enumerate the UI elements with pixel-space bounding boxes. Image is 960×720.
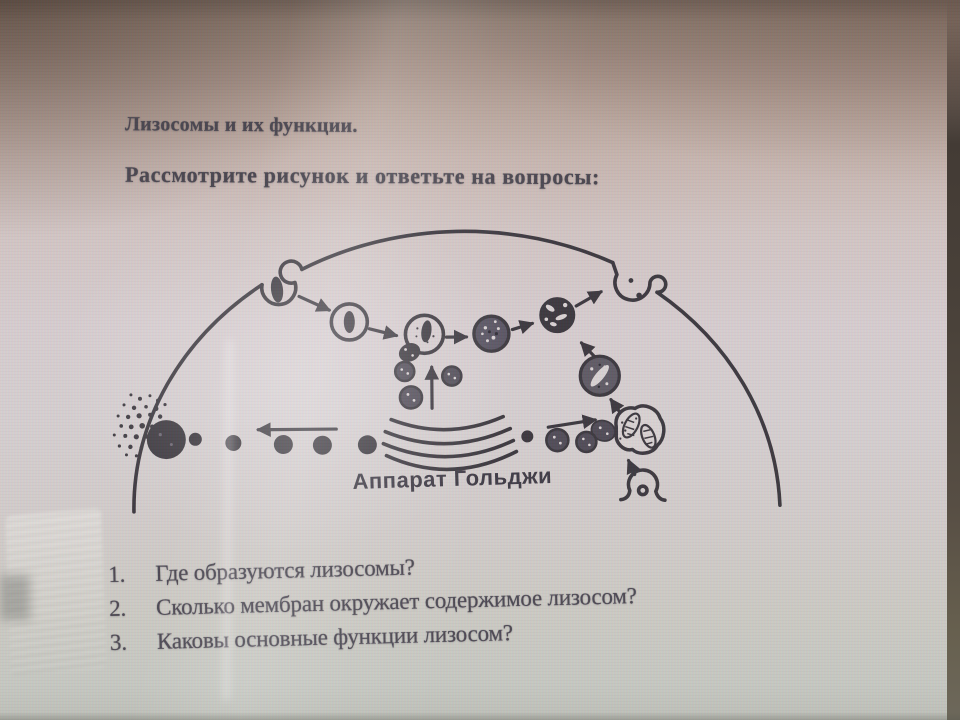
digestive-vacuole: [472, 314, 511, 353]
primary-lysosomes: [393, 360, 463, 410]
endocytosis-invagination: [259, 259, 304, 307]
secretion-vesicle-row: [188, 422, 377, 455]
mitochondrion: [621, 412, 641, 439]
residual-body: [539, 297, 576, 334]
secreted-particles-spray: [112, 393, 167, 458]
autophagosome: [590, 404, 666, 455]
phagosome-vesicle: [329, 302, 370, 342]
golgi-label: Аппарат Гольджи: [352, 463, 552, 494]
question-number: 1.: [108, 561, 126, 587]
mitochondrion: [640, 423, 657, 449]
questions-list: 1. Где образуются лизосомы? 2. Сколько м…: [108, 549, 638, 664]
cell-membrane: [132, 229, 782, 514]
secretory-granule: [146, 420, 186, 460]
membrane-cup: [619, 468, 667, 503]
question-number: 3.: [109, 629, 128, 655]
page-subtitle: Рассмотрите рисунок и ответьте на вопрос…: [124, 161, 601, 190]
attached-lysosome: [398, 343, 421, 362]
page-title: Лизосомы и их функции.: [124, 113, 358, 137]
golgi-apparatus: [381, 414, 534, 472]
question-text: Где образуются лизосомы?: [154, 554, 416, 586]
question-number: 2.: [108, 595, 127, 621]
transport-vesicles-right: [545, 414, 598, 454]
exocytosis-opening: [611, 260, 668, 302]
autolysosome: [578, 354, 621, 397]
fusion-vesicle: [398, 313, 446, 362]
food-particle: [270, 276, 284, 303]
